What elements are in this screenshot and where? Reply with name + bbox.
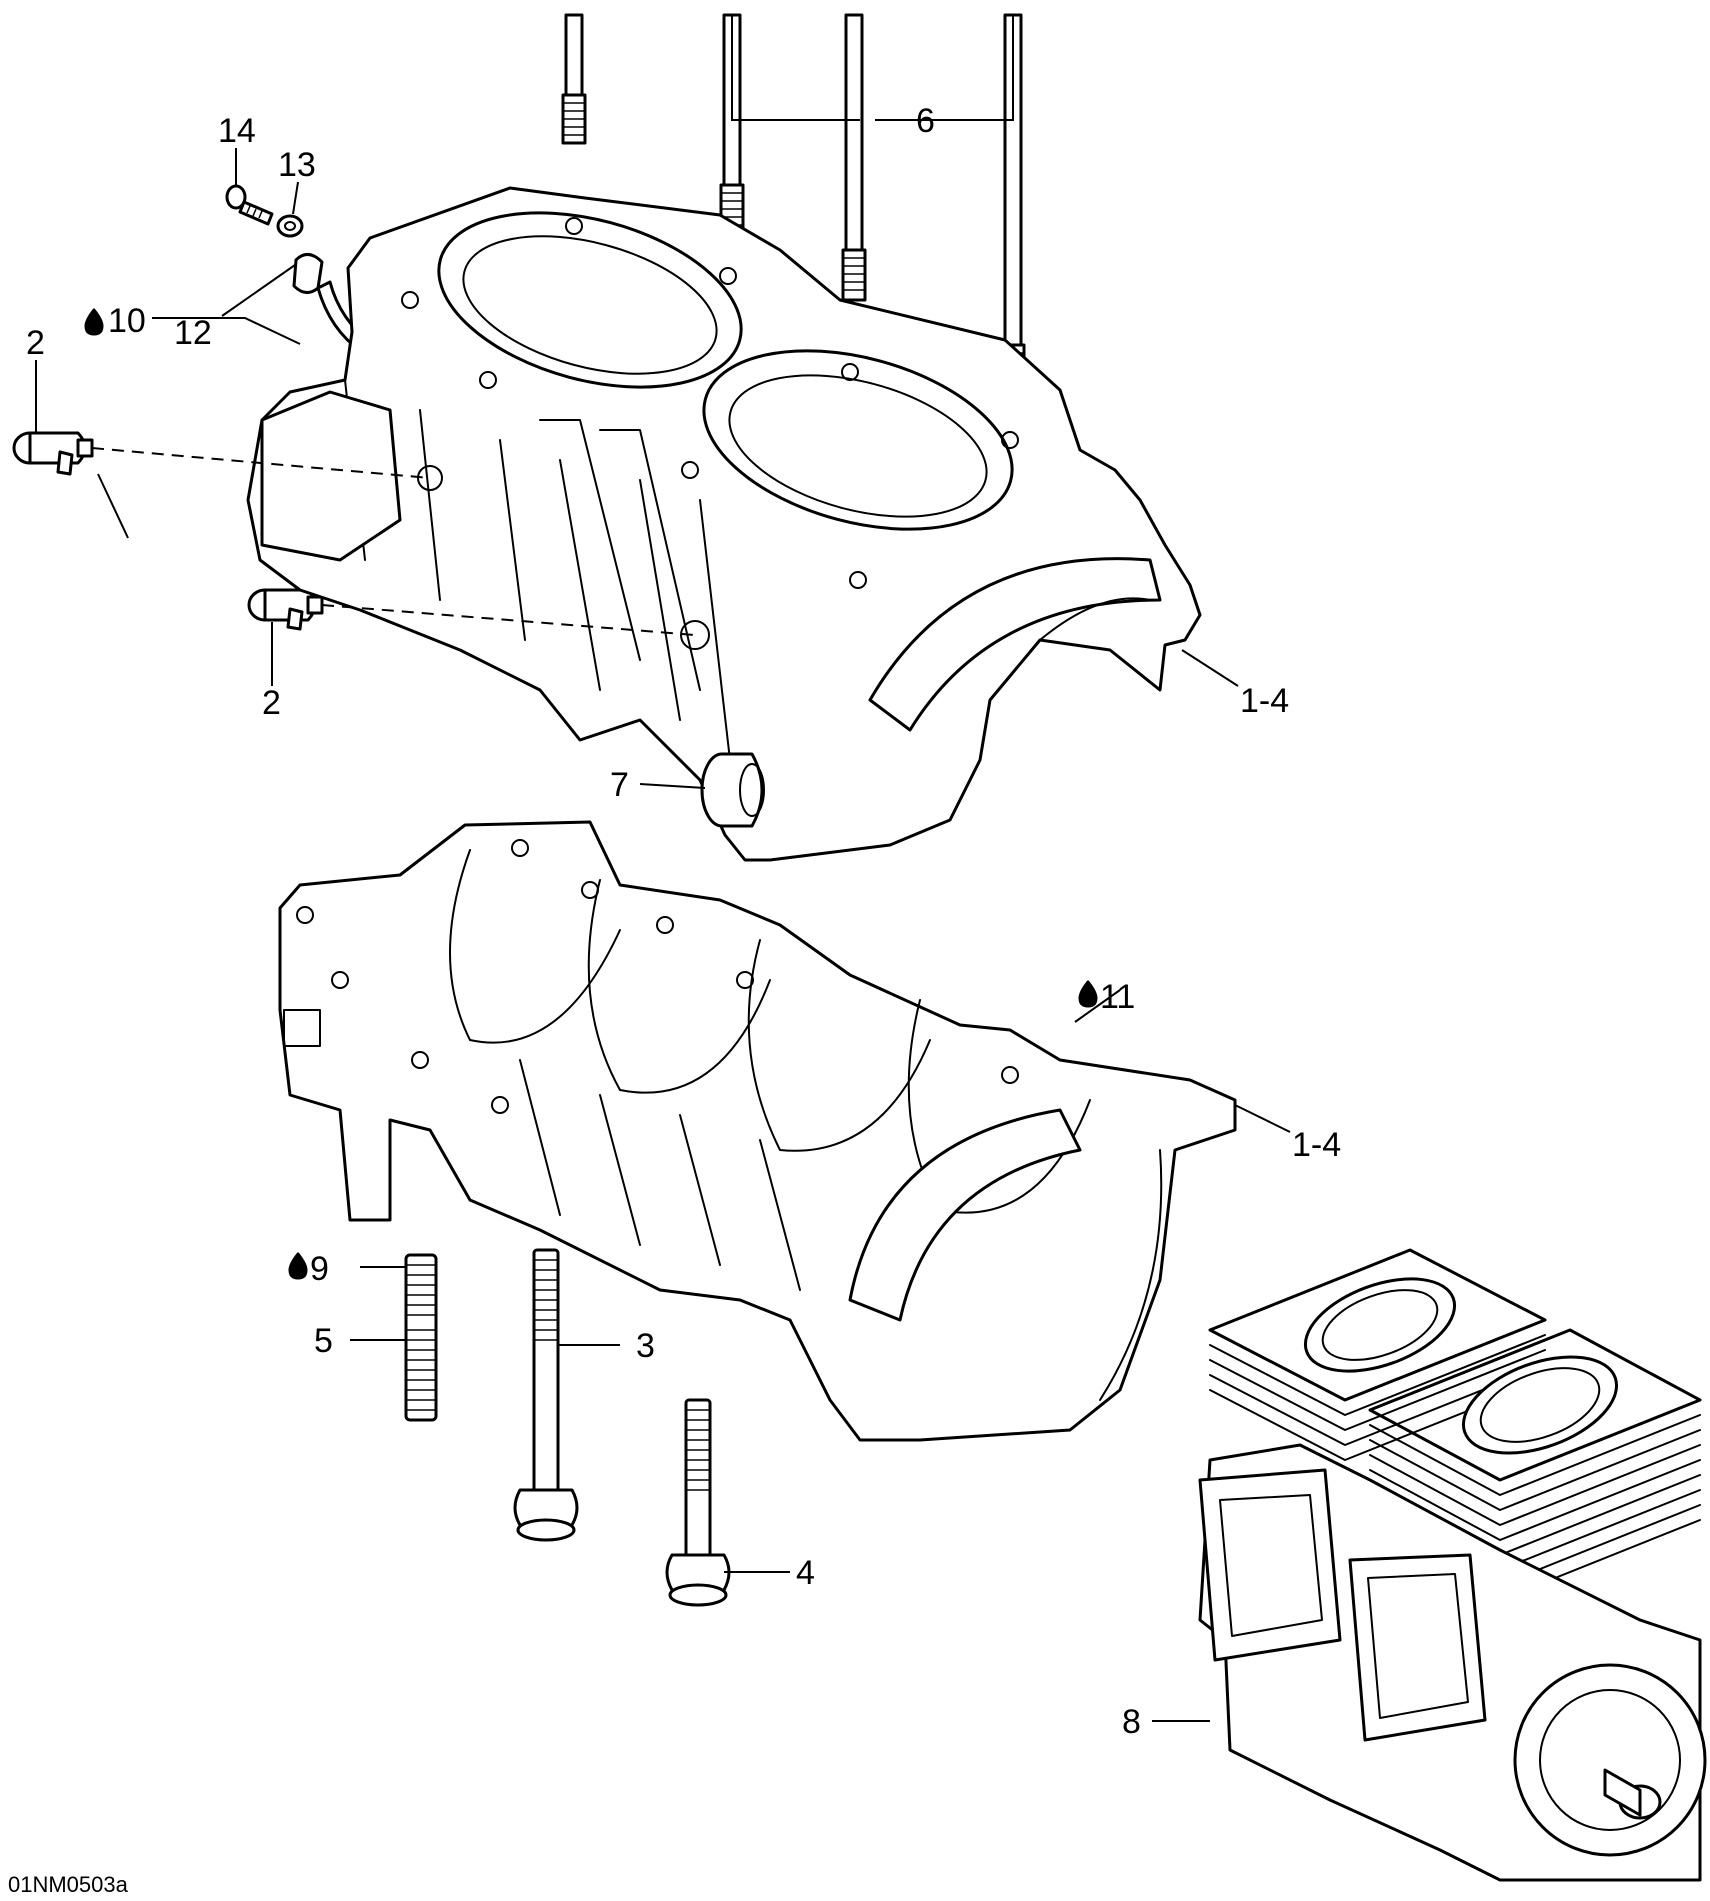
oil-drop-icon <box>1078 980 1098 1008</box>
callout-6: 6 <box>916 102 935 140</box>
bolt-3 <box>513 1248 579 1542</box>
stud-3 <box>841 13 867 302</box>
callout-9: 9 <box>310 1250 329 1288</box>
screw-14 <box>225 184 274 226</box>
callout-2-top: 2 <box>26 324 45 362</box>
callout-13: 13 <box>278 146 316 184</box>
upper-crankcase <box>246 186 1202 862</box>
engine-assembly-8 <box>1198 1248 1707 1882</box>
callout-1-4-bottom: 1-4 <box>1292 1126 1341 1164</box>
oil-drop-icon <box>84 308 104 336</box>
callout-12: 12 <box>174 314 212 352</box>
leader-lines <box>35 15 1291 1722</box>
figure-code: 01NM0503a <box>8 1872 129 1897</box>
callout-11: 11 <box>1100 978 1135 1016</box>
elbow-fitting-top <box>12 431 94 476</box>
stud-1 <box>561 13 587 145</box>
washer-13 <box>276 214 304 238</box>
stud-5 <box>404 1253 438 1422</box>
callout-4: 4 <box>796 1554 815 1592</box>
callout-5: 5 <box>314 1322 333 1360</box>
callout-1-4-top: 1-4 <box>1240 682 1289 720</box>
elbow-fitting-bottom <box>247 588 324 631</box>
callout-14: 14 <box>218 112 256 150</box>
callout-8: 8 <box>1122 1703 1141 1741</box>
oil-drop-icon <box>288 1252 308 1280</box>
bolt-4 <box>665 1398 731 1607</box>
callout-7: 7 <box>610 766 629 804</box>
callout-2-bottom: 2 <box>262 684 281 722</box>
lower-crankcase <box>278 820 1237 1442</box>
callout-10: 10 <box>108 302 146 340</box>
centerline-bottom <box>321 604 696 636</box>
callout-3: 3 <box>636 1327 655 1365</box>
studs-group <box>561 13 1026 399</box>
centerline-top <box>91 447 431 479</box>
bearing-7 <box>700 752 765 828</box>
